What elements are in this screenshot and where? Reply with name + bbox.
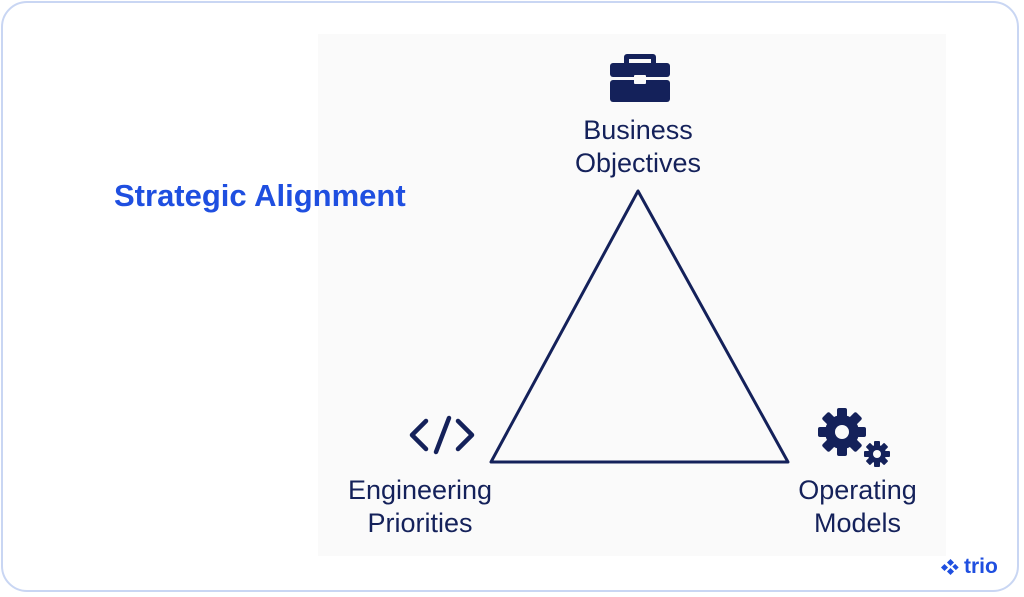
node-business-objectives: Business Objectives: [548, 114, 728, 180]
node-label-line: Priorities: [367, 508, 473, 538]
code-icon: [409, 415, 475, 455]
node-label-line: Engineering: [347, 475, 493, 505]
node-label-line: Models: [813, 508, 902, 538]
alignment-triangle: [489, 189, 790, 464]
node-label-line: Objectives: [574, 148, 702, 178]
node-operating-models: Operating Models: [775, 474, 940, 540]
briefcase-icon: [610, 54, 670, 102]
trio-logo: trio: [940, 555, 998, 579]
trio-logo-mark-icon: [940, 558, 959, 576]
diagram-title: Strategic Alignment: [114, 178, 406, 213]
diagram-panel: [318, 34, 946, 556]
node-label-line: Operating: [798, 475, 917, 505]
gears-icon: [818, 408, 890, 467]
node-engineering-priorities: Engineering Priorities: [325, 474, 515, 540]
node-label-line: Business: [583, 115, 693, 145]
trio-logo-text: trio: [964, 555, 998, 578]
